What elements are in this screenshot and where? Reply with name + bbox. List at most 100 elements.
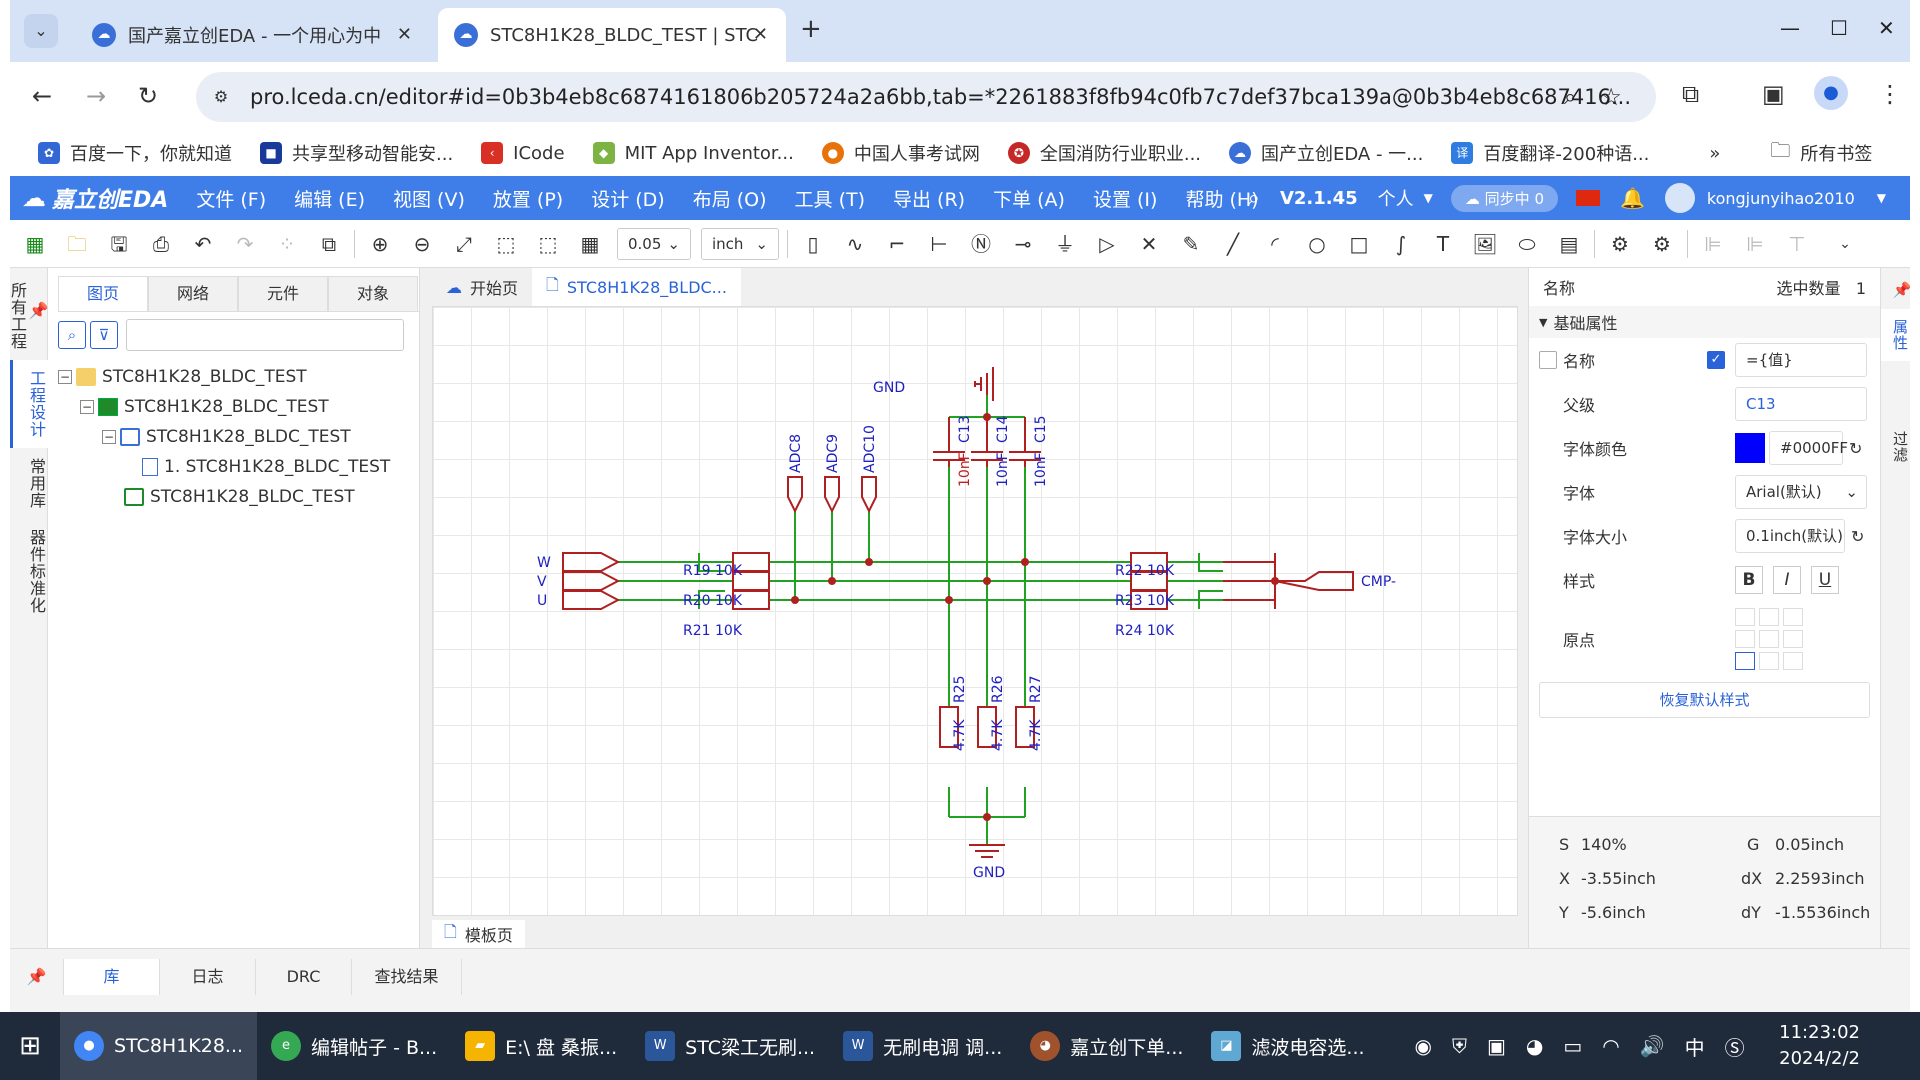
- schematic-drawing[interactable]: W V U CMP- GND GND ADC8 ADC9 ADC10 R19 1…: [433, 307, 1519, 917]
- port-adc9[interactable]: [824, 476, 840, 514]
- windows-start-icon[interactable]: ⊞: [19, 1031, 41, 1061]
- gnd-top-symbol[interactable]: [974, 367, 994, 401]
- collapse-toggle-icon[interactable]: −: [102, 430, 116, 444]
- resistor-r25[interactable]: [939, 706, 959, 748]
- tree-node-board[interactable]: −STC8H1K28_BLDC_TEST: [58, 392, 419, 422]
- dock-tab-find-results[interactable]: 查找结果: [352, 959, 462, 995]
- component-library-icon[interactable]: ⚙: [1611, 231, 1629, 256]
- origin-cell[interactable]: [1759, 608, 1779, 626]
- wifi-icon[interactable]: ◠: [1602, 1034, 1620, 1058]
- origin-cell[interactable]: [1783, 652, 1803, 670]
- all-bookmarks[interactable]: 🗀所有书签: [1770, 136, 1872, 170]
- origin-cell[interactable]: [1783, 608, 1803, 626]
- pin-icon[interactable]: 📌: [29, 300, 48, 322]
- taskbar-clock[interactable]: 11:23:02 2024/2/2: [1779, 1020, 1860, 1072]
- bookmark-item[interactable]: ✿百度一下，你就知道: [38, 140, 232, 166]
- cap-c14[interactable]: [971, 417, 1003, 467]
- right-vtab-properties[interactable]: 属性: [1881, 309, 1911, 362]
- search-icon[interactable]: ⌕: [1247, 185, 1260, 211]
- underline-button[interactable]: U: [1811, 566, 1839, 594]
- tree-node-pcb[interactable]: STC8H1K28_BLDC_TEST: [58, 482, 419, 512]
- search-icon[interactable]: ⌕: [58, 321, 86, 349]
- left-vtab-common-library[interactable]: 常用库: [10, 448, 48, 519]
- bookmark-item[interactable]: ☁国产立创EDA - 一...: [1229, 140, 1423, 166]
- tray-app-icon[interactable]: ▣: [1486, 1034, 1506, 1058]
- pin-icon[interactable]: 📌: [10, 959, 64, 995]
- browser-menu-icon[interactable]: ⋮: [1878, 80, 1902, 108]
- origin-cell[interactable]: [1759, 652, 1779, 670]
- menu-settings[interactable]: 设置 (I): [1092, 188, 1158, 211]
- tab-start-page[interactable]: ☁开始页: [432, 268, 533, 306]
- right-vtab-filter[interactable]: 过滤: [1891, 431, 1909, 464]
- gnd-bottom-symbol[interactable]: [969, 844, 1005, 858]
- panel-search-input[interactable]: [126, 319, 404, 351]
- back-arrow-icon[interactable]: ←: [32, 82, 53, 110]
- origin-cell[interactable]: [1735, 608, 1755, 626]
- bookmark-item[interactable]: ✪全国消防行业职业...: [1007, 140, 1201, 166]
- no-connect-icon[interactable]: ✕: [1140, 231, 1158, 256]
- tab-nets[interactable]: 网络: [148, 276, 238, 311]
- port-adc8[interactable]: [787, 476, 803, 514]
- name-value-input[interactable]: ={值}: [1735, 343, 1867, 377]
- place-bus-entry-icon[interactable]: ⊢: [930, 231, 948, 256]
- volume-icon[interactable]: 🔊: [1639, 1034, 1665, 1058]
- reset-icon[interactable]: ↻: [1849, 438, 1863, 458]
- italic-button[interactable]: I: [1773, 566, 1801, 594]
- maximize-icon[interactable]: ☐: [1830, 16, 1848, 40]
- collapse-toggle-icon[interactable]: −: [80, 400, 94, 414]
- text-icon[interactable]: T: [1436, 231, 1450, 256]
- menu-place[interactable]: 放置 (P): [492, 188, 564, 211]
- bell-icon[interactable]: 🔔: [1619, 186, 1645, 210]
- resistor-r21[interactable]: [732, 590, 770, 610]
- username[interactable]: kongjunyihao2010: [1706, 188, 1855, 208]
- unit-select[interactable]: inch⌄: [701, 227, 779, 260]
- zoom-selection-icon[interactable]: ⬚: [538, 231, 558, 256]
- menu-tools[interactable]: 工具 (T): [794, 188, 866, 211]
- cap-c13[interactable]: [933, 417, 965, 467]
- tray-s-icon[interactable]: Ⓢ: [1724, 1035, 1745, 1060]
- align-left-icon[interactable]: ⊫: [1704, 231, 1722, 256]
- align-center-icon[interactable]: ⊫: [1746, 231, 1764, 256]
- grid-size-select[interactable]: 0.05⌄: [617, 227, 691, 260]
- save-icon[interactable]: 🖫: [110, 231, 128, 256]
- menu-view[interactable]: 视图 (V): [393, 188, 465, 211]
- tree-node-project[interactable]: −STC8H1K28_BLDC_TEST: [58, 362, 419, 392]
- redo-icon[interactable]: ↷: [236, 231, 254, 256]
- menu-export[interactable]: 导出 (R): [893, 188, 966, 211]
- tray-bear-icon[interactable]: ◕: [1525, 1034, 1544, 1058]
- copy-format-icon[interactable]: ⧉: [321, 231, 337, 256]
- menu-help[interactable]: 帮助 (H): [1185, 188, 1259, 211]
- pin-icon[interactable]: 📌: [1893, 280, 1911, 300]
- zoom-area-icon[interactable]: ⬚: [496, 231, 516, 256]
- tab-components[interactable]: 元件: [238, 276, 328, 311]
- collapse-toggle-icon[interactable]: −: [58, 370, 72, 384]
- browser-tab-2[interactable]: ☁ STC8H1K28_BLDC_TEST | STC ✕: [438, 8, 786, 62]
- bookmark-item[interactable]: ◆MIT App Inventor...: [592, 142, 794, 164]
- china-flag-icon[interactable]: [1575, 190, 1600, 206]
- font-color-input[interactable]: #0000FF: [1769, 431, 1848, 465]
- place-component-icon[interactable]: ▯: [807, 231, 819, 256]
- chevron-down-icon[interactable]: ▼: [1876, 191, 1886, 205]
- port-cmp[interactable]: [1274, 571, 1354, 591]
- name-visible-checkbox[interactable]: [1539, 351, 1557, 369]
- taskbar-app-doc[interactable]: ◪滤波电容选...: [1197, 1012, 1378, 1080]
- minimize-icon[interactable]: —: [1780, 16, 1800, 40]
- sidebar-icon[interactable]: ▣: [1762, 80, 1785, 108]
- power-vcc-icon[interactable]: ⏚: [1055, 231, 1075, 256]
- attributes-icon[interactable]: ⚙: [1653, 231, 1671, 256]
- ellipse-icon[interactable]: ⬭: [1518, 231, 1536, 256]
- save-as-icon[interactable]: ⎙: [153, 231, 169, 256]
- resistor-r27[interactable]: [1015, 706, 1035, 748]
- url-text[interactable]: pro.lceda.cn/editor#id=0b3b4eb8c68741618…: [250, 85, 1632, 109]
- menu-design[interactable]: 设计 (D): [591, 188, 665, 211]
- bookmark-item[interactable]: ■共享型移动智能安...: [260, 140, 453, 166]
- taskbar-app-jlc[interactable]: ◕嘉立创下单...: [1016, 1012, 1197, 1080]
- ime-indicator[interactable]: 中: [1684, 1035, 1705, 1060]
- chevron-down-icon[interactable]: ▼: [1423, 191, 1433, 205]
- font-select[interactable]: Arial(默认)⌄: [1735, 475, 1867, 509]
- extensions-puzzle-icon[interactable]: ⧉: [1682, 80, 1700, 108]
- zoom-in-icon[interactable]: ⊕: [371, 231, 389, 256]
- close-tab-icon[interactable]: ✕: [396, 24, 412, 45]
